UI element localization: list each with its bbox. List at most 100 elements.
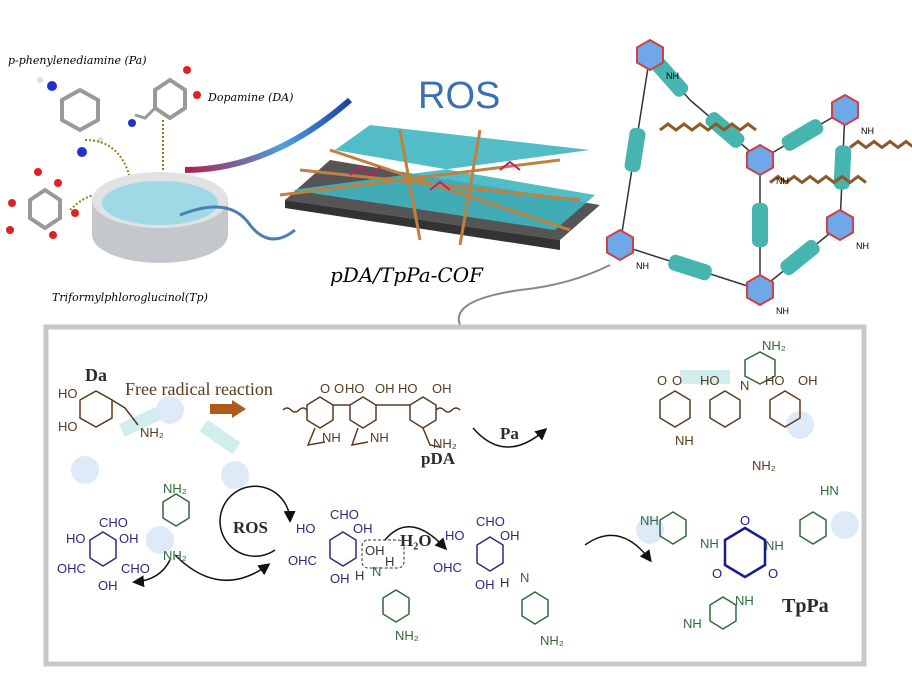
group-ohc: OHC — [433, 560, 462, 575]
group-ho: HO — [296, 521, 316, 536]
pa-molecule-model — [37, 77, 103, 157]
group-nh2: NH₂ — [752, 458, 776, 473]
group-ho: HO — [398, 381, 418, 396]
group-nh2: NH₂ — [163, 481, 187, 496]
group-ho: HO — [345, 381, 365, 396]
cof-linker — [624, 127, 646, 173]
cof-nh-label: NH — [776, 306, 789, 316]
reaction-arrow-icon — [174, 554, 271, 582]
group-ho: HO — [700, 373, 720, 388]
ros-cycle-label: ROS — [233, 518, 268, 537]
group-nh: NH — [640, 513, 659, 528]
group-nh2: NH₂ — [762, 338, 786, 353]
group-n: N — [520, 570, 529, 585]
tp-molecule-model — [6, 168, 79, 239]
dehydration-arrow-icon — [384, 526, 448, 551]
cof-node — [831, 93, 859, 127]
tppa-label: TpPa — [782, 595, 829, 617]
group-oh: OH — [500, 528, 520, 543]
cof-node — [606, 228, 634, 262]
cof-linker — [780, 239, 820, 276]
group-ho: HO — [66, 531, 86, 546]
group-nh2: NH₂ — [433, 436, 457, 451]
cof-linker — [668, 254, 712, 281]
group-nh2: NH₂ — [540, 633, 564, 648]
group-h: H — [385, 554, 394, 569]
group-n: N — [372, 564, 381, 579]
cof-linker — [752, 203, 768, 247]
group-h: H — [500, 575, 509, 590]
label-pa: p-phenylenediamine (Pa) — [8, 54, 147, 67]
intermediate-aniline — [382, 589, 410, 623]
group-h: H — [355, 568, 364, 583]
group-nh: NH — [700, 536, 719, 551]
group-nh: NH — [735, 593, 754, 608]
free-radical-label: Free radical reaction — [125, 379, 273, 399]
membrane-label: pDA/TpPa-COF — [330, 263, 484, 287]
group-o: O — [657, 373, 667, 388]
pda-chain — [849, 139, 912, 150]
group-oh: OH — [98, 578, 118, 593]
group-o: O — [712, 566, 722, 581]
group-nh: NH — [683, 616, 702, 631]
pda-tppa-product — [659, 351, 827, 630]
reaction-arrow-icon — [132, 559, 171, 588]
group-ho: HO — [445, 528, 465, 543]
group-nh2: NH₂ — [395, 628, 419, 643]
group-cho: CHO — [476, 514, 505, 529]
group-o: O — [672, 373, 682, 388]
cof-nh-label: NH — [666, 71, 679, 81]
faded-cof-background — [71, 370, 859, 554]
pa-label: Pa — [500, 424, 519, 443]
group-n: N — [740, 378, 749, 393]
group-ohc: OHC — [57, 561, 86, 576]
imine-aniline — [521, 591, 549, 625]
group-o: O — [334, 381, 344, 396]
group-nh: NH — [322, 430, 341, 445]
group-oh: OH — [432, 381, 452, 396]
group-cho: CHO — [99, 515, 128, 530]
group-o: O — [768, 566, 778, 581]
group-cho: CHO — [121, 561, 150, 576]
cof-node — [826, 208, 854, 242]
pda-label: pDA — [421, 449, 456, 468]
cof-node — [746, 143, 774, 177]
pa-structure — [162, 493, 190, 527]
pa-arrow-icon — [472, 427, 548, 448]
reaction-dish — [92, 172, 228, 263]
group-ho: HO — [765, 373, 785, 388]
group-oh: OH — [119, 531, 139, 546]
group-oh: OH — [365, 543, 385, 558]
cof-node — [746, 273, 774, 307]
ros-cycle-arrow-icon — [219, 485, 296, 557]
pda-structure — [282, 396, 461, 448]
group-oh: OH — [353, 521, 373, 536]
intermediate-structure — [329, 531, 357, 567]
group-nh2: NH₂ — [140, 425, 164, 440]
group-o: O — [740, 513, 750, 528]
tp-structure — [89, 531, 117, 567]
group-hn: HN — [820, 483, 839, 498]
label-da: Dopamine (DA) — [207, 91, 293, 104]
group-ohc: OHC — [288, 553, 317, 568]
da-molecule-model — [128, 66, 201, 127]
reaction-arrow-icon — [584, 534, 652, 563]
group-nh: NH — [765, 538, 784, 553]
ros-label: ROS — [418, 75, 500, 117]
cof-linker — [781, 119, 824, 151]
reaction-arrow-icon — [210, 400, 246, 418]
group-o: O — [320, 381, 330, 396]
pda-chain — [769, 174, 867, 185]
group-oh: OH — [330, 571, 350, 586]
group-nh2: NH₂ — [163, 548, 187, 563]
da-label: Da — [85, 365, 107, 385]
cof-linker — [651, 58, 689, 97]
imine-structure — [476, 536, 504, 572]
group-nh: NH — [675, 433, 694, 448]
group-oh: OH — [798, 373, 818, 388]
flow-arrow-membrane — [179, 205, 296, 241]
group-oh: OH — [375, 381, 395, 396]
pda-chain — [659, 122, 757, 132]
